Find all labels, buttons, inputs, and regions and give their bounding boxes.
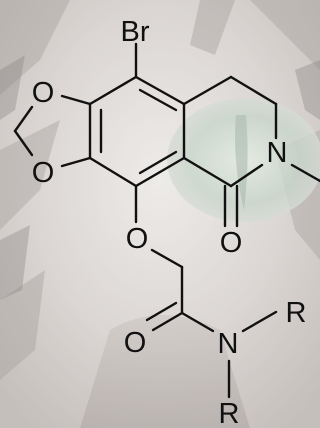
bond-ring-top: [134, 75, 186, 106]
atom-bromine: Br: [121, 16, 150, 48]
bond-n-r-right: [241, 310, 278, 333]
bond-n-methyl: [290, 163, 320, 183]
atom-r-lower: R: [219, 398, 240, 428]
bond-dioxole-lower-o: [60, 156, 92, 168]
bond-ring-top-inner: [138, 88, 178, 112]
bond-ether-o-ch2: [150, 248, 184, 269]
bond-lines: [13, 42, 320, 399]
bond-ring2-right-top: [229, 75, 278, 106]
bond-dioxole-ch2-lower: [13, 129, 34, 157]
bond-ring-top-left: [88, 75, 138, 106]
atom-r-right: R: [286, 297, 307, 329]
bond-dioxole-upper-o: [60, 94, 92, 106]
bond-ring-bottom-inner: [138, 150, 178, 175]
bond-ring-bottom-left: [88, 156, 138, 188]
atom-nitrogen-amide: N: [218, 328, 239, 360]
bond-ring2-top: [182, 75, 233, 106]
atom-oxygen-amide: O: [124, 327, 147, 359]
bond-amide-carbonyl-b: [145, 301, 178, 322]
atom-oxygen-ether: O: [126, 223, 149, 255]
atom-labels: Br O O N O O O N R R: [32, 16, 307, 428]
cat-snout: [80, 315, 250, 428]
atom-oxygen-dioxole-lower: O: [32, 157, 55, 189]
atom-oxygen-dioxole-upper: O: [32, 77, 55, 109]
bond-ring-bottom-right: [134, 156, 186, 188]
atom-oxygen-carbonyl-ring: O: [220, 227, 243, 259]
bond-ring2-carbonyl-ring: [182, 156, 233, 188]
fur-dark-patches: [0, 55, 320, 300]
bond-dioxole-ch2-upper: [13, 105, 34, 133]
atom-nitrogen-ring: N: [267, 137, 288, 169]
bond-amide-carbon-n: [180, 311, 215, 333]
bond-amide-carbonyl-a: [151, 311, 184, 332]
cat-pupil: [235, 115, 248, 210]
bond-ring2-n-carbonyl: [229, 163, 264, 188]
